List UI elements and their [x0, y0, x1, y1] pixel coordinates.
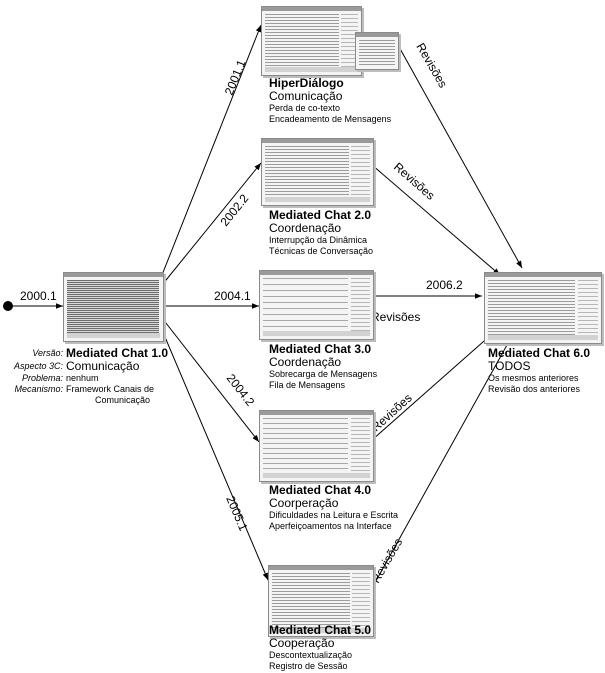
legend-problem-label: Problema: — [21, 373, 63, 383]
arrow-mc4-to-mc6 — [371, 333, 493, 441]
edge-label-hiper: 2001.1 — [222, 58, 249, 98]
mc1-aspect: Comunicação — [66, 359, 140, 373]
arrow-mc1-to-hiper — [161, 24, 262, 276]
mc3-aspect: Coordenação — [269, 355, 342, 369]
mc6-version-name: Mediated Chat 6.0 — [488, 346, 591, 360]
hiper-version-name: HiperDiálogo — [269, 76, 344, 90]
mc2-screenshot-thumbnail — [261, 138, 374, 206]
edge-label-mc5: 2005.1 — [223, 494, 250, 534]
legend-mechanism-label: Mecanismo: — [14, 384, 63, 394]
mc3-version-name: Mediated Chat 3.0 — [269, 342, 372, 356]
legend-version-label: Versão: — [32, 348, 63, 358]
hiper-secondary-thumbnail — [355, 32, 399, 70]
mc1-mechanism-line2: Comunicação — [95, 395, 151, 405]
mc1-screenshot-thumbnail — [63, 272, 164, 342]
mc2-problem: Interrupção da Dinâmica — [269, 235, 368, 245]
mc6-problem: Os mesmos anteriores — [488, 373, 579, 383]
mc5-aspect: Cooperação — [269, 636, 335, 650]
hiper-mechanism: Encadeamento de Mensagens — [269, 114, 392, 124]
arrow-mc5-to-mc6 — [371, 335, 513, 589]
edge-label-start: 2000.1 — [20, 289, 57, 303]
arrow-hiper-to-mc6 — [397, 44, 523, 269]
mc4-mechanism: Aperfeiçoamentos na Interface — [269, 521, 392, 531]
mc3-screenshot-thumbnail — [259, 270, 374, 340]
mc5-mechanism: Registro de Sessão — [269, 661, 348, 671]
mc2-mechanism: Técnicas de Conversação — [269, 246, 374, 256]
mc2-aspect: Coordenação — [269, 221, 342, 235]
mc5-problem: Descontextualização — [269, 650, 353, 660]
mc1-mechanism-line1: Framework Canais de — [66, 384, 155, 394]
hiper-problem: Perda de co-texto — [269, 103, 341, 113]
mc4-version-name: Mediated Chat 4.0 — [269, 483, 372, 497]
edge-label-mc6: 2006.2 — [426, 278, 463, 292]
revision-label-mc4: Revisões — [369, 391, 415, 434]
hiper-screenshot-thumbnail — [261, 6, 362, 76]
mc6-mechanism: Revisão dos anteriores — [488, 384, 581, 394]
arrow-mc1-to-mc2 — [161, 162, 262, 286]
arrow-mc2-to-mc6 — [371, 164, 501, 276]
legend-aspect-label: Aspecto 3C: — [13, 361, 63, 371]
mc2-version-name: Mediated Chat 2.0 — [269, 208, 372, 222]
revision-label-mc2: Revisões — [391, 160, 437, 203]
revision-label-mc3: Revisões — [371, 310, 420, 324]
mc4-aspect: Coorperação — [269, 496, 339, 510]
edge-label-mc3: 2004.1 — [214, 289, 251, 303]
mc3-problem: Sobrecarga de Mensagens — [269, 369, 378, 379]
mc4-screenshot-thumbnail — [259, 410, 374, 482]
mc3-mechanism: Fila de Mensagens — [269, 380, 346, 390]
mc4-problem: Dificuldades na Leitura e Escrita — [269, 510, 399, 520]
mc1-problem: nenhum — [66, 373, 99, 383]
mc6-aspect: TODOS — [488, 359, 531, 373]
mc5-screenshot-thumbnail — [268, 565, 374, 637]
mc5-version-name: Mediated Chat 5.0 — [269, 623, 372, 637]
mc1-version-name: Mediated Chat 1.0 — [66, 346, 169, 360]
arrow-mc1-to-mc4 — [161, 317, 260, 443]
mc6-screenshot-thumbnail — [484, 272, 602, 344]
arrow-mc1-to-mc5 — [161, 329, 269, 581]
hiper-aspect: Comunicação — [269, 89, 343, 103]
